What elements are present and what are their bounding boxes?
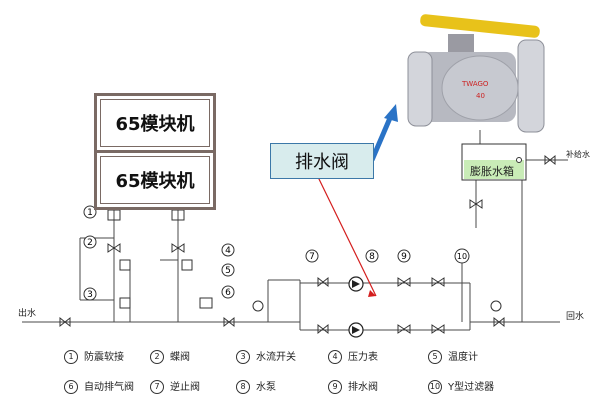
svg-text:9: 9 xyxy=(401,252,407,262)
svg-text:5: 5 xyxy=(225,266,231,276)
svg-text:1: 1 xyxy=(87,208,93,218)
module-unit-label: 65模块机 xyxy=(100,156,210,204)
supply-label: 补给水 xyxy=(566,149,590,159)
callout-markers: 1 2 3 4 5 6 7 8 9 10 xyxy=(84,206,469,300)
pump-symbols xyxy=(349,277,363,337)
svg-text:TWAGO: TWAGO xyxy=(461,80,489,88)
svg-text:4: 4 xyxy=(225,246,231,256)
drain-leader-line xyxy=(318,177,376,296)
svg-text:40: 40 xyxy=(476,92,485,100)
svg-text:8: 8 xyxy=(369,252,375,262)
tank-label: 膨胀水箱 xyxy=(470,164,514,178)
svg-text:3: 3 xyxy=(87,290,93,300)
svg-text:10: 10 xyxy=(457,252,467,261)
ball-valve-illustration: TWAGO 40 xyxy=(408,14,544,132)
drain-valve-label: 排水阀 xyxy=(270,143,374,179)
module-unit-1: 65模块机 xyxy=(94,93,216,153)
module-unit-2: 65模块机 xyxy=(94,150,216,210)
svg-text:2: 2 xyxy=(87,238,93,248)
svg-text:6: 6 xyxy=(225,288,231,298)
svg-text:7: 7 xyxy=(309,252,315,262)
return-label: 回水 xyxy=(566,310,584,322)
pointer-arrow-shaft xyxy=(372,118,390,160)
pointer-arrow-head xyxy=(384,104,398,122)
outlet-label: 出水 xyxy=(18,307,36,319)
float-valve xyxy=(517,158,522,163)
module-unit-label: 65模块机 xyxy=(100,99,210,147)
